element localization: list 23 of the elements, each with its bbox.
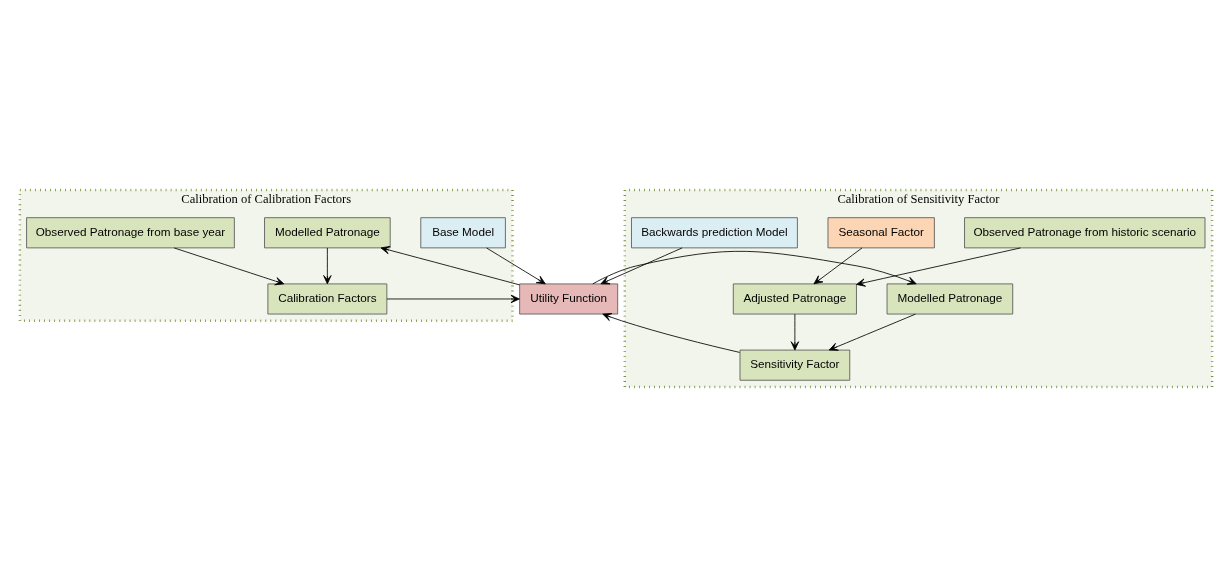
arrow <box>173 247 285 285</box>
node-box: Backwards prediction Model <box>631 216 798 248</box>
arrow <box>380 245 520 285</box>
arrow <box>813 247 863 284</box>
arrow <box>790 313 800 350</box>
node-box: Observed Patronage from base year <box>26 216 235 248</box>
node-box: Utility Function <box>519 282 619 314</box>
arrow <box>600 247 683 284</box>
arrow <box>323 247 332 284</box>
arrow <box>486 247 546 284</box>
node-box: Adjusted Patronage <box>732 282 857 314</box>
node-box: Sensitivity Factor <box>739 349 851 381</box>
arrow <box>856 247 1021 287</box>
node-box: Observed Patronage from historic scenario <box>964 216 1206 248</box>
node-box: Base Model <box>420 216 506 248</box>
node-box: Calibration Factors <box>267 282 388 314</box>
arrow <box>602 312 741 353</box>
node-box: Seasonal Factor <box>827 216 935 248</box>
arrow <box>386 294 520 303</box>
arrow <box>828 313 916 351</box>
arrow <box>592 250 917 285</box>
node-box: Modelled Patronage <box>264 216 391 248</box>
node-box: Modelled Patronage <box>886 282 1014 314</box>
